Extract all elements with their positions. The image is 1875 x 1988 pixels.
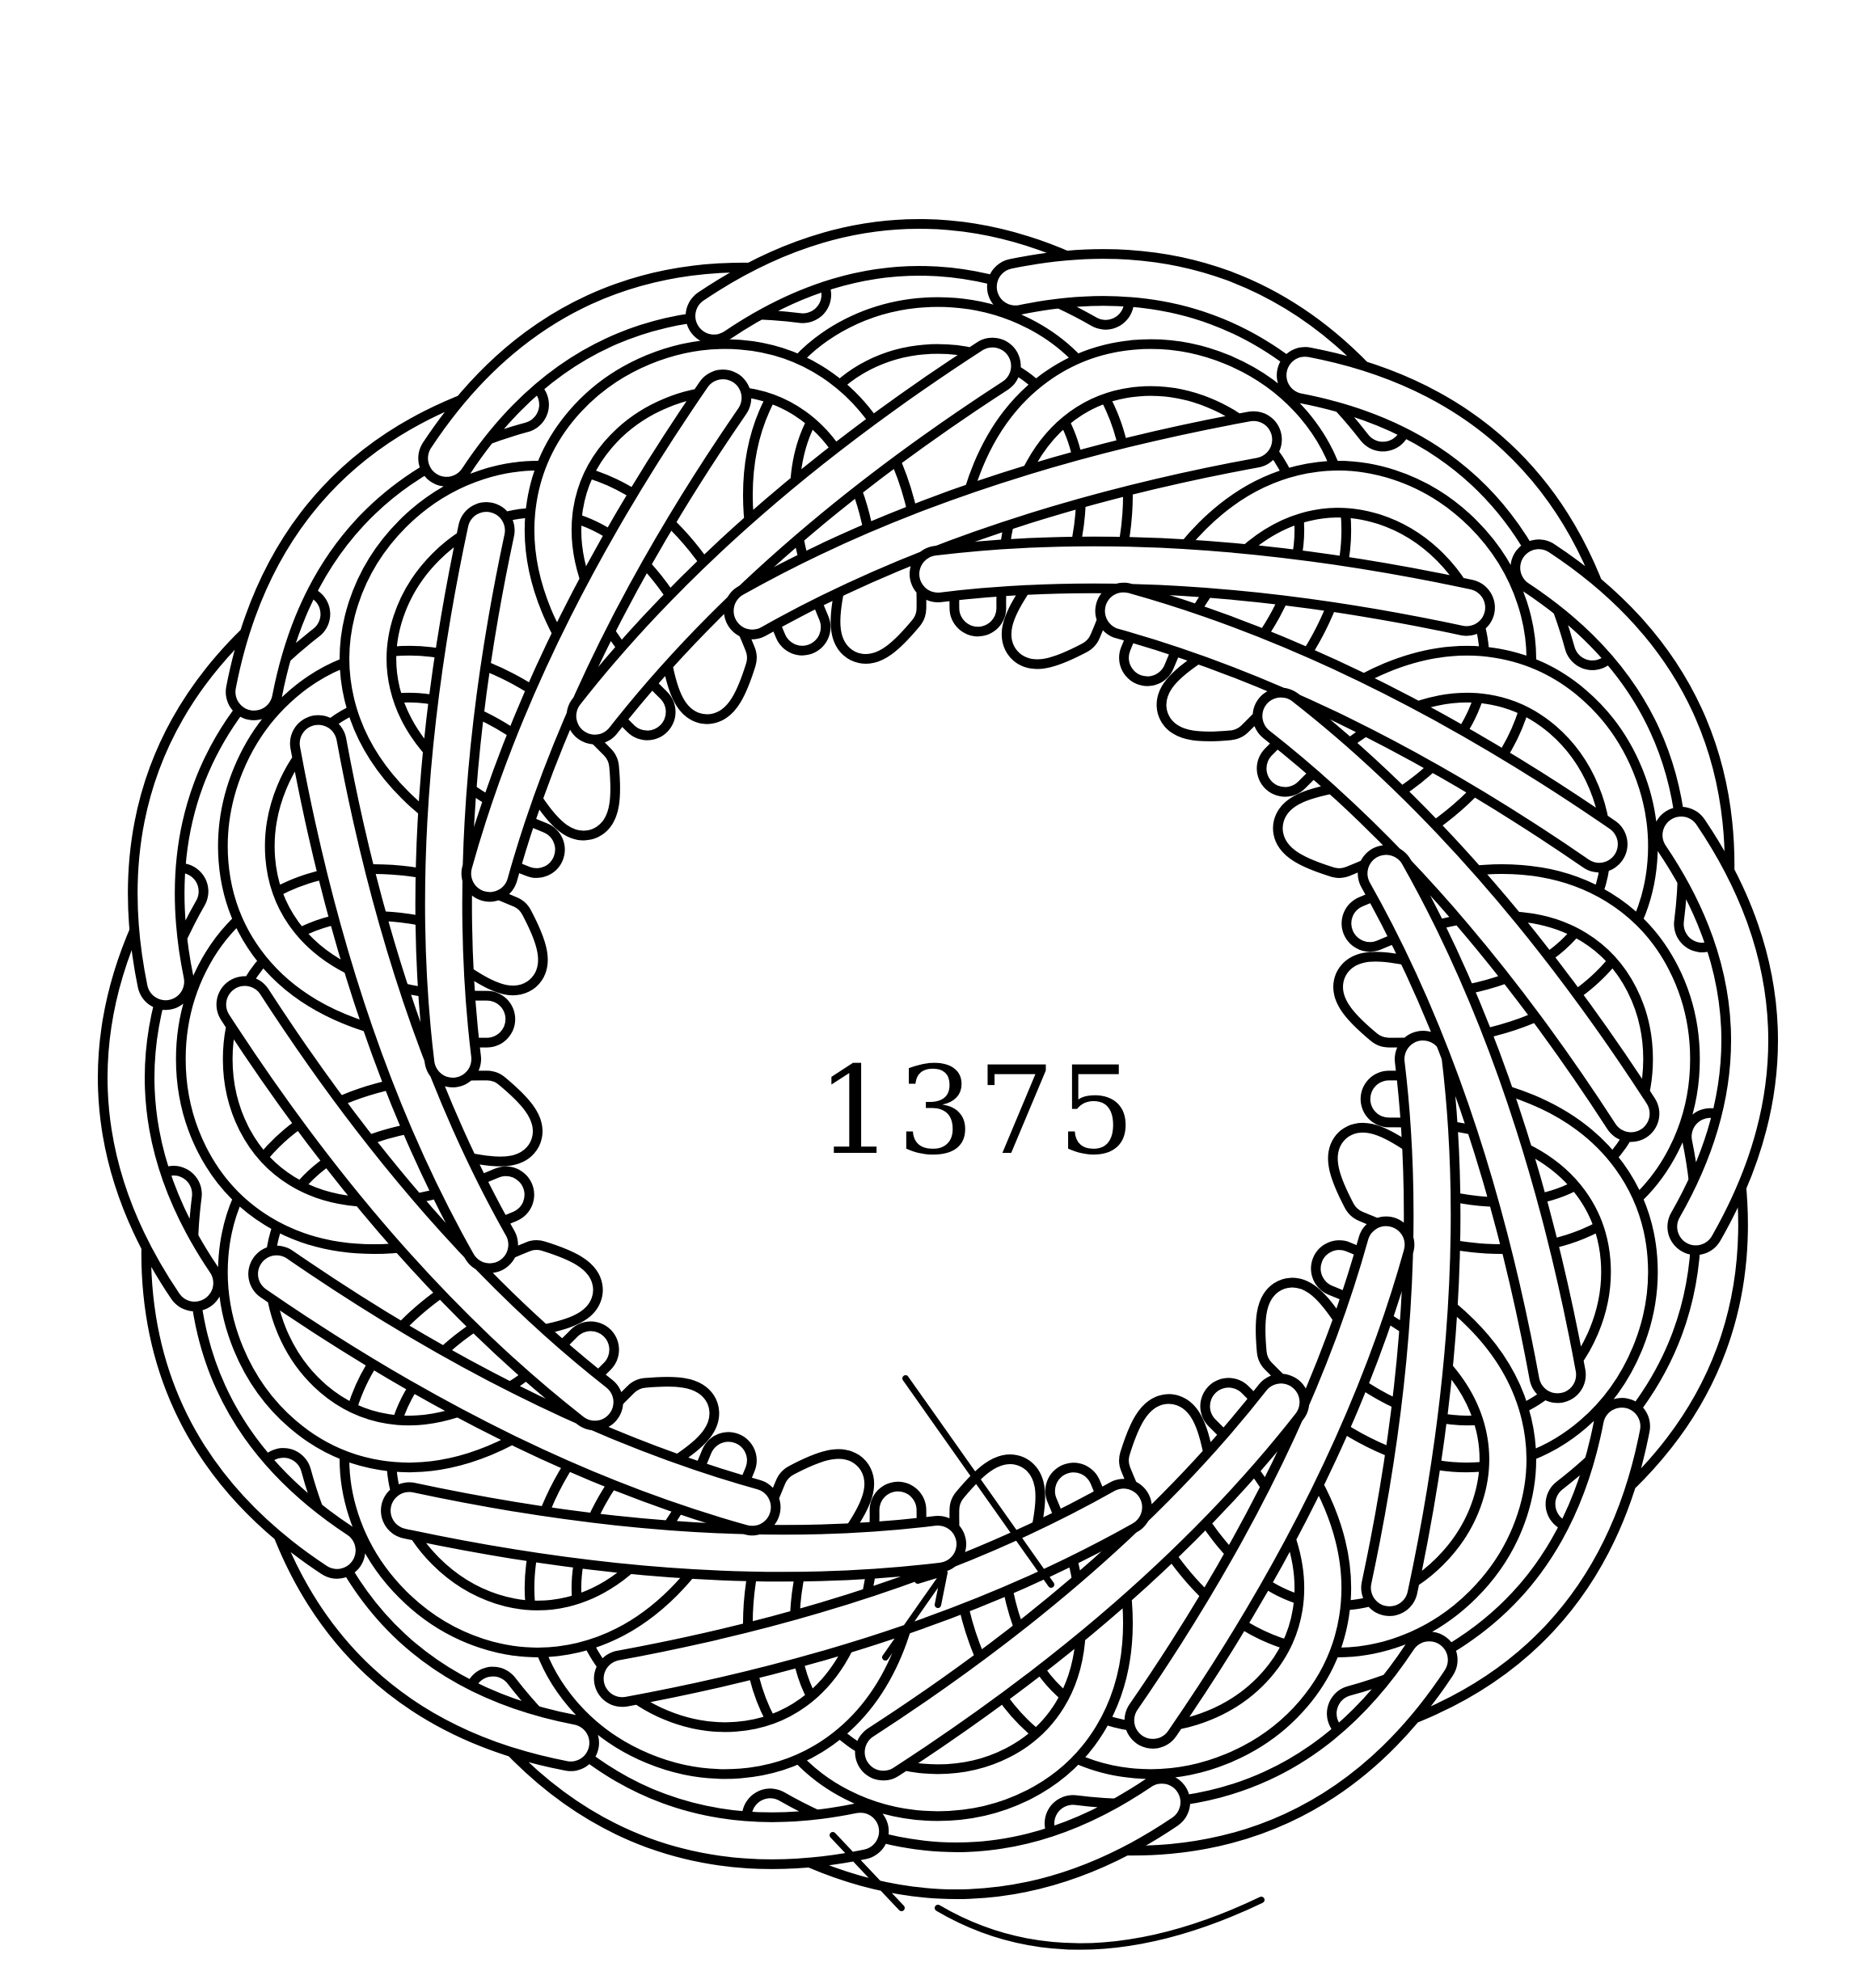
thin-bottom-arc <box>938 1900 1261 1947</box>
knot-number-label: 1375 <box>817 1043 1108 1180</box>
